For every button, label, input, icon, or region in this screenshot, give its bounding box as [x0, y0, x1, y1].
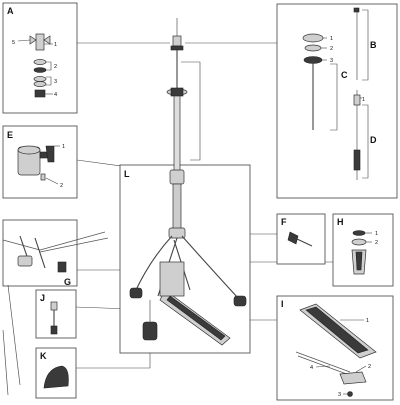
- callout-letter-i: I: [281, 299, 284, 309]
- a-label-4: 4: [54, 92, 57, 98]
- callout-box-h: H 1 2: [332, 213, 394, 287]
- memory-lock: [17, 145, 55, 181]
- callout-box-a: A 1 2 3 4 5: [2, 2, 78, 114]
- callout-box-j: J: [35, 289, 77, 339]
- callout-letter-l: L: [124, 169, 130, 179]
- spring-adjuster: [351, 230, 367, 275]
- callout-letter-a: A: [7, 6, 14, 16]
- hi-hat-stand: [129, 18, 247, 346]
- callout-letter-g: G: [64, 277, 71, 287]
- a-label-2: 2: [54, 64, 57, 70]
- callout-letter-d: D: [370, 135, 377, 145]
- callout-box-e: E 1 2: [2, 125, 78, 199]
- c-label-2: 2: [330, 46, 333, 52]
- callout-letter-c: C: [341, 70, 348, 80]
- a-label-3: 3: [54, 79, 57, 85]
- a-label-5: 5: [12, 40, 15, 46]
- e-label-1: 1: [62, 144, 65, 150]
- callout-box-bcd: 1 2 3 C B 1 D: [276, 3, 398, 199]
- i-label-3: 3: [338, 392, 341, 398]
- d-label-1: 1: [362, 97, 365, 103]
- callout-box-k: K: [35, 347, 77, 399]
- clutch-assembly: [302, 33, 324, 130]
- h-label-2: 2: [375, 240, 378, 246]
- i-label-4: 4: [310, 365, 313, 371]
- wing-bolt: [287, 231, 313, 247]
- callout-letter-b: B: [370, 40, 377, 50]
- spur-screw: [50, 301, 58, 335]
- a-label-1: 1: [54, 42, 57, 48]
- callout-box-g: G: [2, 219, 109, 396]
- callout-box-l: L: [119, 164, 251, 354]
- c-label-1: 1: [330, 36, 333, 42]
- footboard: [299, 303, 377, 359]
- callout-letter-h: H: [337, 217, 344, 227]
- wing-nut-assembly: [29, 33, 51, 98]
- i-label-1: 1: [366, 318, 369, 324]
- callout-letter-j: J: [40, 293, 45, 303]
- heel-and-linkage: [295, 351, 367, 397]
- callout-letter-e: E: [7, 130, 13, 140]
- rubber-foot: [43, 365, 69, 389]
- i-label-2: 2: [368, 364, 371, 370]
- pull-rods: [353, 7, 361, 180]
- h-label-1: 1: [375, 231, 378, 237]
- callout-box-f: F: [276, 213, 326, 265]
- callout-box-i: I 1 2 4 3: [276, 295, 394, 401]
- callout-letter-k: K: [40, 351, 47, 361]
- callout-letter-f: F: [281, 217, 287, 227]
- e-label-2: 2: [60, 183, 63, 189]
- c-label-3: 3: [330, 58, 333, 64]
